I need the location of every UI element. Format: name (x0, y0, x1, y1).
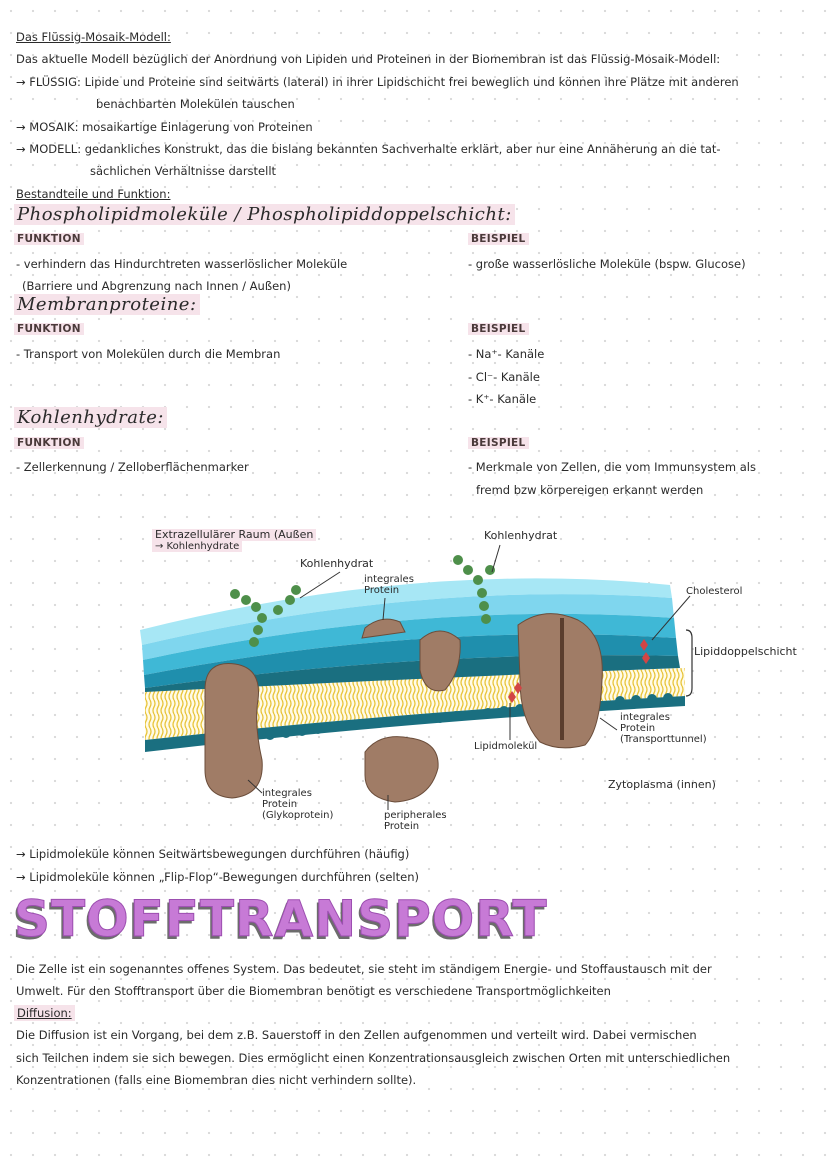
kh-label-2: Kohlenhydrat (484, 529, 558, 542)
int-tunnel-2: Protein (620, 723, 656, 734)
membran-func-1: - Transport von Molekülen durch die Memb… (16, 347, 281, 361)
kohlen-func-1: - Zellerkennung / Zelloberflächenmarker (16, 460, 249, 474)
note-2: → Lipidmoleküle können „Flip-Flop“-Beweg… (16, 870, 419, 884)
diffusion-3: Konzentrationen (falls eine Biomembran d… (16, 1073, 417, 1087)
membrane-diagram (140, 544, 693, 810)
phospho-func-1: - verhindern das Hindurchtreten wasserlö… (16, 257, 348, 271)
transport-p2: Umwelt. Für den Stofftransport über die … (16, 984, 611, 998)
membran-func-label: FUNKTION (14, 323, 84, 335)
model-modell-1: → MODELL: gedankliches Konstrukt, das di… (16, 142, 721, 156)
peri-2: Protein (384, 821, 420, 832)
kohlen-ex-1: - Merkmale von Zellen, die vom Immunsyst… (468, 460, 756, 474)
membran-ex-3: - K⁺- Kanäle (468, 392, 537, 406)
extra-label-2: → Kohlenhydrate (152, 541, 243, 552)
peri-1: peripherales (384, 810, 447, 821)
components-heading: Bestandteile und Funktion: (16, 187, 171, 201)
kohlen-ex-2: fremd bzw körpereigen erkannt werden (476, 483, 704, 497)
carbohydrate-icon (230, 555, 495, 647)
int-prot-top-2: Protein (364, 585, 400, 596)
membran-ex-2: - Cl⁻- Kanäle (468, 370, 540, 384)
glyko-3: (Glykoprotein) (262, 810, 334, 821)
phospho-func-2: (Barriere und Abgrenzung nach Innen / Au… (22, 279, 291, 293)
model-heading: Das Flüssig-Mosaik-Modell: (16, 30, 171, 44)
note-1: → Lipidmoleküle können Seitwärtsbewegung… (16, 847, 410, 861)
int-prot-top-1: integrales (364, 574, 414, 585)
kohlen-func-label: FUNKTION (14, 437, 84, 449)
kohlen-title: Kohlenhydrate: (14, 407, 167, 428)
diffusion-heading: Diffusion: (14, 1005, 75, 1021)
lipiddoppel-label: Lipiddoppelschicht (694, 645, 797, 658)
kohlen-ex-label: BEISPIEL (468, 437, 529, 449)
model-fluessig-1: → FLÜSSIG: Lipide und Proteine sind seit… (16, 75, 739, 89)
diffusion-2: sich Teilchen indem sie sich bewegen. Di… (16, 1051, 731, 1065)
model-modell-2: sächlichen Verhältnisse darstellt (90, 164, 277, 178)
membran-ex-label: BEISPIEL (468, 323, 529, 335)
extra-label-1: Extrazellulärer Raum (Außen (152, 529, 317, 541)
kh-label-1: Kohlenhydrat (300, 557, 374, 570)
int-tunnel-1: integrales (620, 712, 670, 723)
model-fluessig-2: benachbarten Molekülen tauschen (96, 97, 295, 111)
model-mosaik: → MOSAIK: mosaikartige Einlagerung von P… (16, 120, 313, 134)
lipidmolekuel-label: Lipidmolekül (474, 741, 538, 752)
phospho-title: Phospholipidmoleküle / Phospholipiddoppe… (14, 204, 515, 225)
transport-p1: Die Zelle ist ein sogenanntes offenes Sy… (16, 962, 712, 976)
membran-title: Membranproteine: (14, 294, 200, 315)
membran-ex-1: - Na⁺- Kanäle (468, 347, 545, 361)
glyko-1: integrales (262, 788, 312, 799)
phospho-ex-1: - große wasserlösliche Moleküle (bspw. G… (468, 257, 746, 271)
phospho-func-label: FUNKTION (14, 233, 84, 245)
glyko-2: Protein (262, 799, 298, 810)
phospho-ex-label: BEISPIEL (468, 233, 529, 245)
int-tunnel-3: (Transporttunnel) (620, 734, 707, 745)
zytoplasma-label: Zytoplasma (innen) (608, 778, 716, 791)
diffusion-1: Die Diffusion ist ein Vorgang, bei dem z… (16, 1028, 697, 1042)
model-intro: Das aktuelle Modell bezüglich der Anordn… (16, 52, 721, 66)
transport-title: STOFFTRANSPORT (14, 890, 548, 949)
cholesterol-label: Cholesterol (686, 586, 743, 597)
